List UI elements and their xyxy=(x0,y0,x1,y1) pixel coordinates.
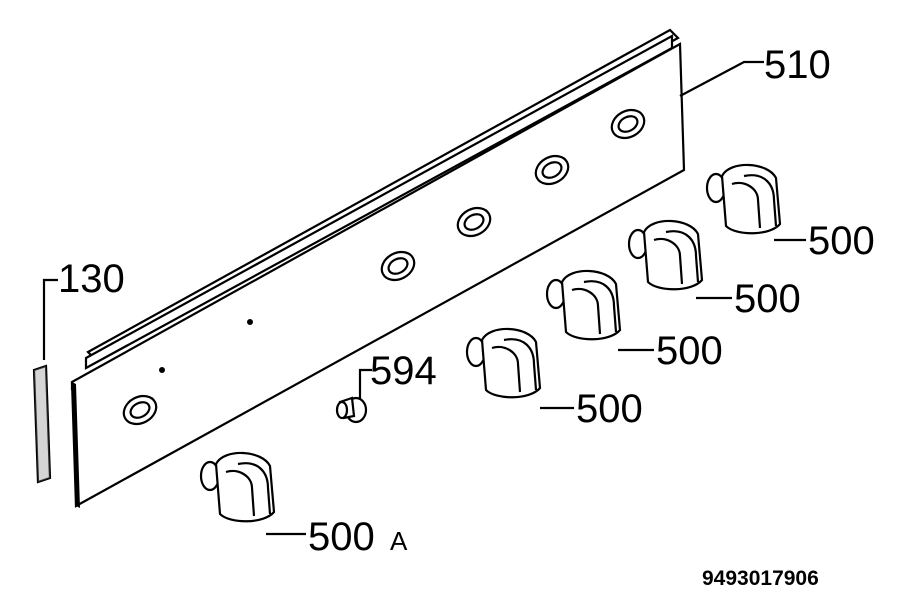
knob-icon xyxy=(545,269,622,341)
knob-icon xyxy=(465,327,542,399)
knob-icon xyxy=(705,163,782,235)
panel-knob-holes xyxy=(122,108,646,426)
label-knob: 500 xyxy=(576,387,643,431)
control-panel-icon xyxy=(70,28,686,508)
strip-leader xyxy=(42,278,58,360)
seal-strip-icon xyxy=(32,364,52,484)
label-knob: 500 xyxy=(734,277,801,321)
label-knob-a: 500 xyxy=(308,515,375,559)
label-screw: 594 xyxy=(370,349,437,393)
label-knob-a-suffix: A xyxy=(390,526,408,556)
label-strip: 130 xyxy=(58,257,125,301)
knob-icon xyxy=(627,219,704,291)
screw-leader xyxy=(358,368,372,400)
label-panel: 510 xyxy=(764,43,831,87)
label-knob: 500 xyxy=(656,329,723,373)
drawing-code: 9493017906 xyxy=(702,567,819,590)
leader-lines xyxy=(266,60,806,536)
label-knob: 500 xyxy=(808,219,875,263)
knob-icon xyxy=(199,451,276,523)
screw-icon xyxy=(335,396,368,424)
